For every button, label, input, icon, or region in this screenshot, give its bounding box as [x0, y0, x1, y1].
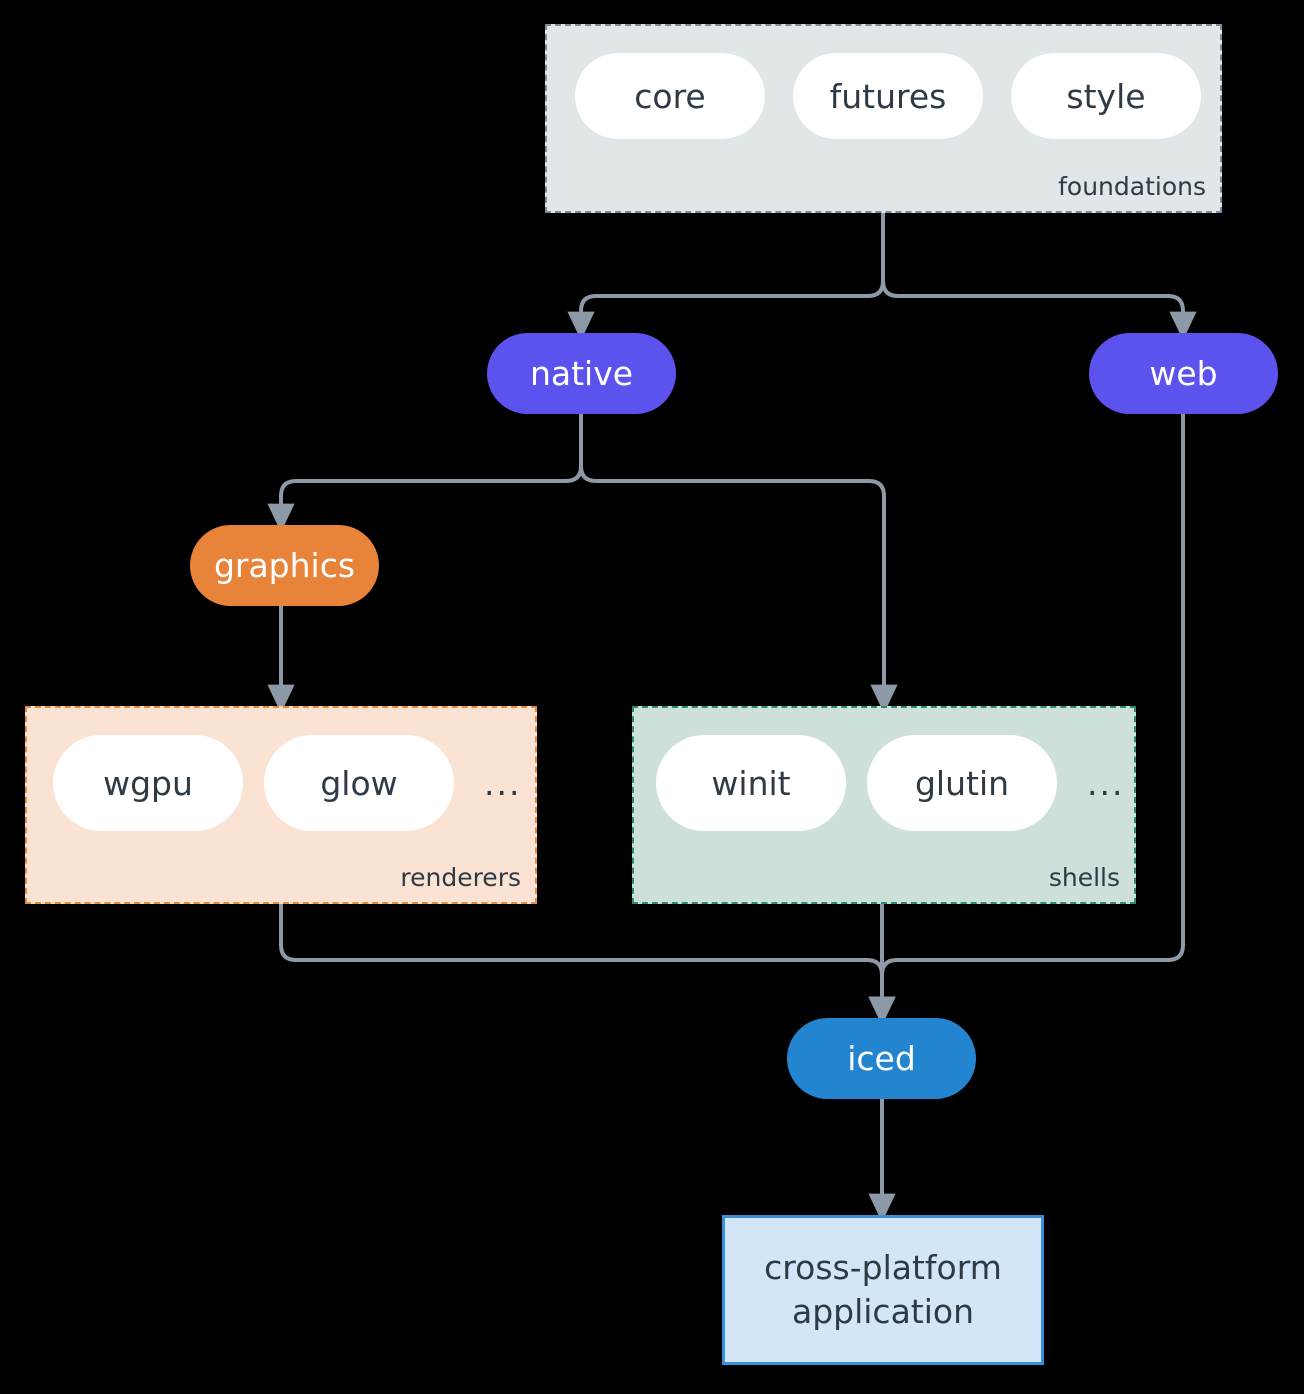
node-graphics[interactable]: graphics: [190, 525, 379, 606]
shells-member-winit[interactable]: winit: [656, 735, 846, 831]
group-label-shells: shells: [1048, 863, 1120, 892]
node-web[interactable]: web: [1089, 333, 1278, 414]
group-label-renderers: renderers: [400, 863, 521, 892]
node-iced[interactable]: iced: [787, 1018, 976, 1099]
application-line-2: application: [791, 1292, 975, 1331]
group-shells: winit glutin ... shells: [632, 706, 1136, 904]
node-native[interactable]: native: [487, 333, 676, 414]
renderers-more-ellipsis: ...: [484, 763, 522, 803]
renderers-member-wgpu[interactable]: wgpu: [53, 735, 243, 831]
shells-more-ellipsis: ...: [1087, 763, 1125, 803]
edge-renderers-iced: [279, 904, 896, 1026]
group-renderers: wgpu glow ... renderers: [25, 706, 537, 904]
edge-native-shells: [579, 414, 898, 714]
edge-native-graphics: [267, 414, 583, 533]
edge-foundations-native: [567, 213, 885, 341]
foundations-member-futures[interactable]: futures: [793, 53, 983, 139]
application-line-1: cross-platform: [764, 1248, 1002, 1288]
foundations-member-core[interactable]: core: [575, 53, 765, 139]
shells-member-glutin[interactable]: glutin: [867, 735, 1057, 831]
foundations-member-style[interactable]: style: [1011, 53, 1201, 139]
group-foundations: core futures style foundations: [545, 24, 1222, 213]
group-label-foundations: foundations: [1058, 172, 1206, 201]
node-application[interactable]: cross-platform application: [722, 1215, 1044, 1365]
renderers-member-glow[interactable]: glow: [264, 735, 454, 831]
edge-foundations-web: [881, 213, 1197, 341]
